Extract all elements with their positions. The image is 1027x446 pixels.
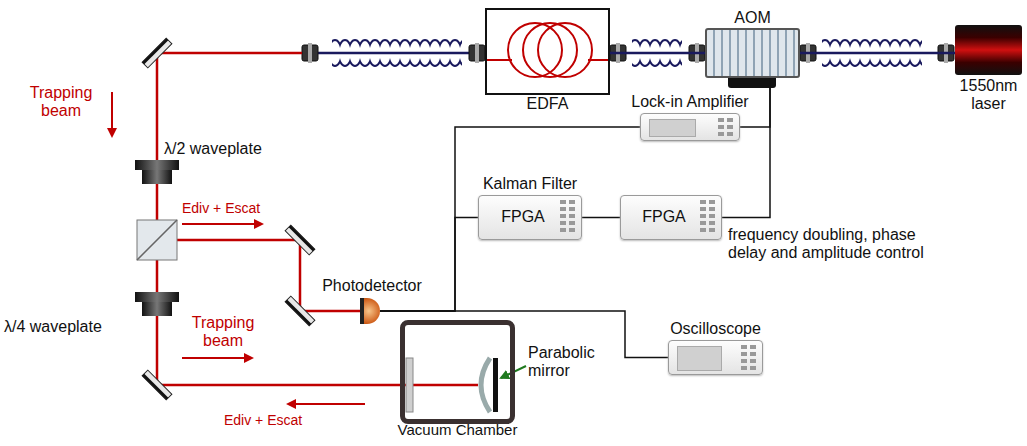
half-waveplate [135,160,179,184]
button-panel [739,344,759,373]
button [750,345,756,349]
laser-beam [157,53,478,385]
button [560,221,566,225]
button [709,200,715,204]
button [560,207,566,211]
photodetector: Photodetector [360,298,380,324]
button [741,352,747,356]
fibre [318,52,470,55]
device-label: Photodetector [322,277,422,295]
instrument-screen [677,346,722,371]
annotation-label: λ/2 waveplate [164,140,262,158]
amplifier-box: EDFA [485,8,610,95]
laser-source: 1550nm laser [955,25,1022,75]
button [709,221,715,225]
button [700,228,706,232]
optical-fibre [800,52,955,55]
edfa-coil [487,23,608,77]
vacuum-chamber: Vacuum Chamber [400,320,515,424]
button [709,207,715,211]
annotation-label: λ/4 waveplate [4,318,102,336]
instrument-box: Oscilloscope [668,340,763,375]
device-label: AOM [734,9,770,27]
box-label: FPGA [642,208,700,226]
optical-fibre [610,52,705,55]
button-panel [716,117,736,139]
fpga-box: Kalman FilterFPGA [478,195,582,240]
device-label: Oscilloscope [670,320,761,338]
button [709,228,715,232]
button [718,125,724,129]
button [560,228,566,232]
mirror [142,370,172,400]
button [569,200,575,204]
button [741,366,747,370]
signal-wire [380,311,668,358]
fpga-box: FPGA [620,195,722,240]
button [700,207,706,211]
button [727,125,733,129]
quarter-waveplate [135,292,179,316]
device-label: EDFA [527,95,569,113]
button [569,221,575,225]
mirror [142,38,172,68]
button [569,228,575,232]
button [727,132,733,136]
instrument-screen [649,119,696,137]
button [700,200,706,204]
annotation-label: Parabolic mirror [528,344,604,381]
mirror-mount [493,358,498,412]
beam-direction-arrow [288,403,365,405]
button [750,366,756,370]
button [569,214,575,218]
fibre-connectors [302,45,954,61]
button [709,214,715,218]
button [569,207,575,211]
button [741,359,747,363]
beam-splitter [137,220,177,260]
chamber-window [406,358,413,412]
box-label: FPGA [501,208,559,226]
mirror [285,225,315,255]
button [560,214,566,218]
signal-wire [582,217,620,219]
button [741,345,747,349]
button [700,214,706,218]
annotation-label: Trapping beam [178,314,268,351]
button-panel [698,199,718,238]
beam-direction-arrow [182,357,252,359]
beam-direction-arrow [182,223,262,225]
parabolic-mirror [481,358,490,412]
annotation-label: Ediv + Escat [224,412,302,428]
device-label: Vacuum Chamber [398,421,518,438]
annotation-label: Trapping beam [18,84,104,121]
annotation-label: frequency doubling, phase delay and ampl… [728,226,943,263]
annotation-label: Ediv + Escat [182,200,260,216]
button [700,221,706,225]
instrument-box: Lock-in Amplifier [640,113,740,141]
signal-wire [380,218,478,312]
device-label: 1550nm laser [953,77,1025,114]
device-label: Lock-in Amplifier [631,93,748,111]
aom-device: AOM [705,28,800,78]
button-panel [558,199,578,238]
button [560,200,566,204]
mirror [285,296,315,326]
button [727,118,733,122]
button [750,352,756,356]
device-label: Kalman Filter [483,175,577,193]
button [718,118,724,122]
button [718,132,724,136]
beam-direction-arrow [111,92,113,136]
button [750,359,756,363]
